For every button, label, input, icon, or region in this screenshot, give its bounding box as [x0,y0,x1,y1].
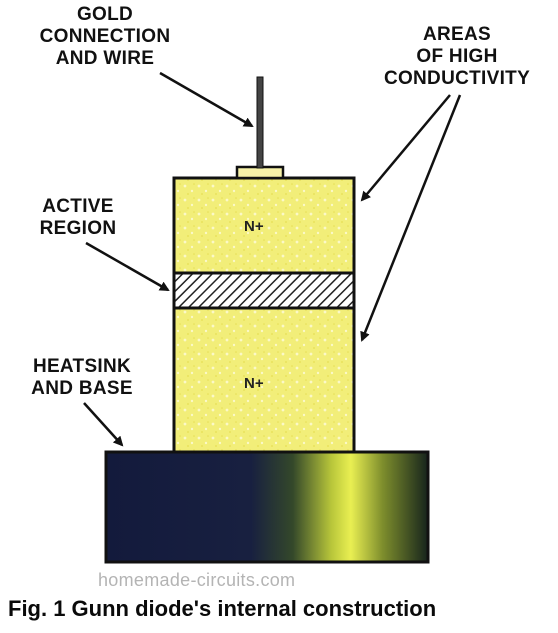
arrow-areas-bottom [360,94,462,342]
label-n-plus-bottom: N+ [244,375,264,392]
label-active-region: ACTIVE REGION [22,196,134,240]
label-gold-line-3: AND WIRE [55,48,155,69]
gold-wire [256,76,264,169]
figure-caption: Fig. 1 Gunn diode's internal constructio… [8,596,437,621]
arrow-heatsink [83,402,124,447]
active-region [172,271,356,310]
gold-contact-pad [235,165,285,180]
label-active-line-2: REGION [39,218,117,239]
label-areas-line-2: OF HIGH [416,46,498,67]
label-areas-line-1: AREAS [422,24,491,45]
label-gold-line-1: GOLD [76,4,134,25]
label-n-plus-top: N+ [244,218,264,235]
label-heatsink-line-1: HEATSINK [32,356,132,377]
label-heatsink-base: HEATSINK AND BASE [2,356,162,400]
watermark: homemade-circuits.com [98,570,296,590]
label-areas-high-conductivity: AREAS OF HIGH CONDUCTIVITY [362,24,552,90]
arrow-active-region [85,241,170,292]
label-gold-line-2: CONNECTION [39,26,171,47]
label-areas-line-3: CONDUCTIVITY [383,68,531,89]
n-plus-region-bottom [172,306,356,454]
arrow-areas-top [360,94,451,202]
heatsink-base [104,450,430,564]
n-plus-region-top [172,176,356,275]
label-heatsink-line-2: AND BASE [31,378,133,399]
arrow-gold-connection [159,71,254,128]
label-gold-connection: GOLD CONNECTION AND WIRE [20,4,190,70]
label-active-line-1: ACTIVE [42,196,114,217]
